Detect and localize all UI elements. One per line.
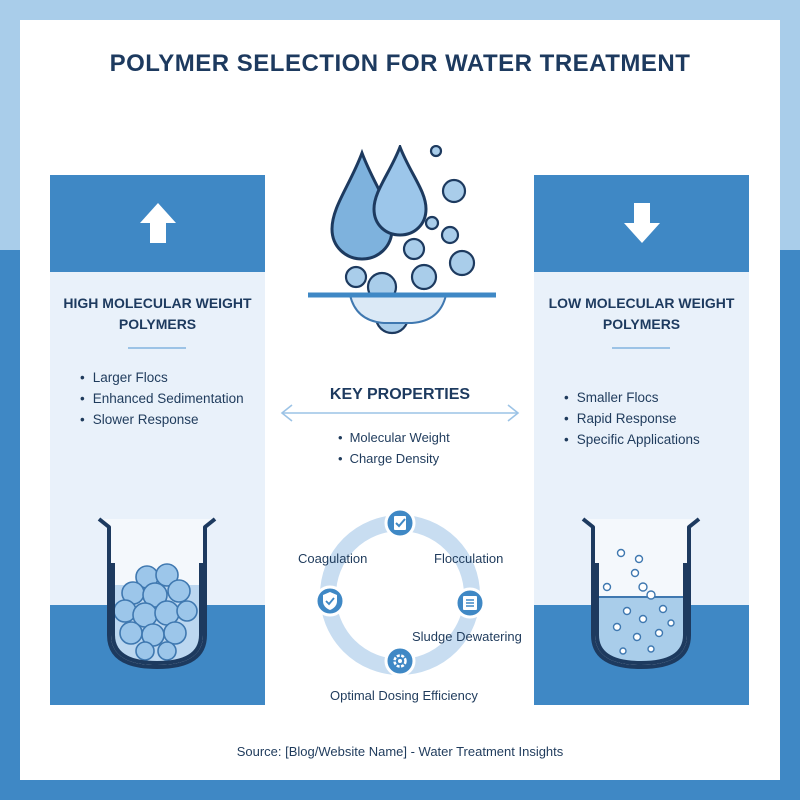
list-item: Specific Applications (534, 429, 749, 450)
process-cycle (314, 507, 486, 677)
key-properties-list: Molecular Weight Charge Density (338, 427, 450, 469)
beaker-small-particles-icon (581, 517, 701, 669)
low-mw-title-line1: LOW MOLECULAR WEIGHT (548, 295, 735, 311)
check-clipboard-icon (384, 507, 416, 539)
key-properties-title: KEY PROPERTIES (329, 386, 471, 403)
low-mw-title-line2: POLYMERS (602, 316, 681, 332)
divider (128, 347, 186, 349)
high-mw-list: Larger Flocs Enhanced Sedimentation Slow… (50, 367, 265, 430)
arrow-down-icon (624, 203, 660, 243)
optimal-dosing-label: Optimal Dosing Efficiency (330, 688, 478, 703)
high-mw-title-line2: POLYMERS (118, 316, 197, 332)
gear-icon (384, 645, 416, 677)
coagulation-label: Coagulation (298, 551, 368, 566)
list-item: Slower Response (50, 409, 265, 430)
low-mw-list: Smaller Flocs Rapid Response Specific Ap… (534, 387, 749, 450)
high-mw-title: HIGH MOLECULAR WEIGHT POLYMERS (50, 293, 265, 335)
low-mw-panel: LOW MOLECULAR WEIGHT POLYMERS Smaller Fl… (534, 175, 749, 705)
divider (612, 347, 670, 349)
low-mw-title: LOW MOLECULAR WEIGHT POLYMERS (534, 293, 749, 335)
document-icon (454, 587, 486, 619)
high-mw-title-line1: HIGH MOLECULAR WEIGHT (63, 295, 252, 311)
list-item: Enhanced Sedimentation (50, 388, 265, 409)
beaker-large-flocs-icon (97, 517, 217, 669)
page-title: POLYMER SELECTION FOR WATER TREATMENT (109, 50, 691, 77)
flocculation-label: Flocculation (434, 551, 504, 566)
high-mw-panel: HIGH MOLECULAR WEIGHT POLYMERS Larger Fl… (50, 175, 265, 705)
source-footer: Source: [Blog/Website Name] - Water Trea… (236, 744, 564, 759)
sludge-dewatering-label: Sludge Dewatering (412, 629, 522, 644)
list-item: Smaller Flocs (534, 387, 749, 408)
list-item: Larger Flocs (50, 367, 265, 388)
list-item: Charge Density (338, 448, 450, 469)
list-item: Rapid Response (534, 408, 749, 429)
shield-check-icon (314, 585, 346, 617)
list-item: Molecular Weight (338, 427, 450, 448)
double-arrow-icon (280, 404, 520, 422)
arrow-up-icon (140, 203, 176, 243)
water-drops-icon (308, 145, 496, 335)
